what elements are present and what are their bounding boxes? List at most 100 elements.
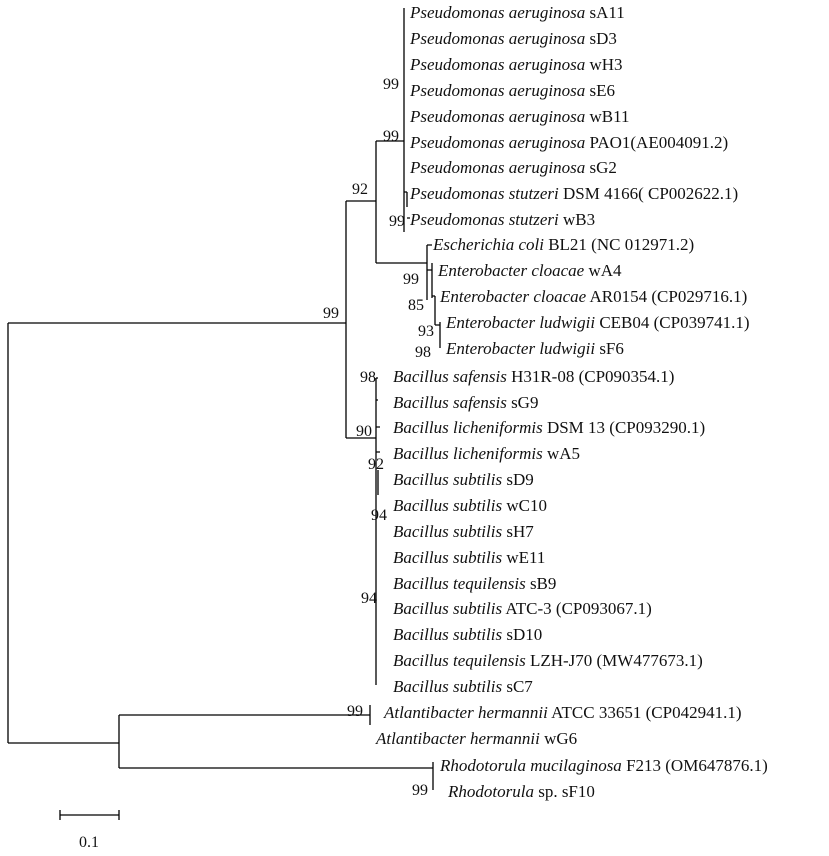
taxon-strain: ATC-3 (CP093067.1) (502, 599, 652, 618)
taxon-label: Bacillus licheniformis wA5 (393, 444, 580, 463)
taxon-species: Pseudomonas stutzeri (409, 184, 559, 203)
taxon-species: Pseudomonas aeruginosa (409, 55, 585, 74)
bootstrap-value: 99 (383, 76, 399, 93)
taxon-strain: DSM 13 (CP093290.1) (543, 418, 705, 437)
taxon-strain: sH7 (502, 522, 534, 541)
bootstrap-value: 98 (360, 369, 376, 386)
taxon-strain: ATCC 33651 (CP042941.1) (548, 703, 742, 722)
taxon-label: Rhodotorula sp. sF10 (447, 782, 595, 801)
taxon-species: Bacillus licheniformis (393, 418, 543, 437)
taxon-label: Bacillus subtilis ATC-3 (CP093067.1) (393, 599, 652, 618)
taxon-label: Pseudomonas stutzeri DSM 4166( CP002622.… (409, 184, 738, 203)
bootstrap-value: 94 (371, 507, 387, 524)
taxon-species: Atlantibacter hermannii (375, 729, 540, 748)
taxon-label: Bacillus subtilis wC10 (393, 496, 547, 515)
taxon-strain: sE6 (585, 81, 615, 100)
branch-pseudomonas-clade (403, 8, 410, 232)
branch-bacillus-clade (375, 377, 380, 685)
taxon-strain: sC7 (502, 677, 533, 696)
taxon-strain: wB11 (585, 107, 629, 126)
branch-outgroup-node (118, 705, 434, 790)
bootstrap-value: 92 (368, 456, 384, 473)
taxon-species: Bacillus tequilensis (393, 651, 526, 670)
taxon-strain: sD3 (585, 29, 617, 48)
bootstrap-value: 90 (356, 423, 372, 440)
branch-enterobacter-clade (426, 244, 441, 348)
taxon-species: Atlantibacter hermannii (383, 703, 548, 722)
taxon-species: Enterobacter cloacae (439, 287, 587, 306)
taxon-strain: DSM 4166( CP002622.1) (559, 184, 738, 203)
taxon-label: Bacillus subtilis sD9 (393, 470, 534, 489)
taxon-label: Enterobacter ludwigii CEB04 (CP039741.1) (445, 313, 750, 332)
taxon-strain: sD9 (502, 470, 534, 489)
taxon-label: Pseudomonas aeruginosa sG2 (409, 158, 617, 177)
taxon-strain: sA11 (585, 3, 625, 22)
taxon-strain: H31R-08 (CP090354.1) (507, 367, 675, 386)
taxon-strain: CEB04 (CP039741.1) (595, 313, 749, 332)
tree-branches (7, 8, 441, 790)
taxon-species: Bacillus subtilis (393, 677, 502, 696)
taxon-species: Pseudomonas stutzeri (409, 210, 559, 229)
taxon-species: Enterobacter cloacae (437, 261, 585, 280)
taxon-strain: wH3 (585, 55, 622, 74)
bootstrap-value: 99 (347, 703, 363, 720)
taxon-species: Bacillus safensis (393, 367, 507, 386)
taxon-species: Pseudomonas aeruginosa (409, 158, 585, 177)
taxon-species: Bacillus subtilis (393, 599, 502, 618)
taxon-label: Escherichia coli BL21 (NC 012971.2) (432, 235, 694, 254)
taxon-species: Bacillus subtilis (393, 522, 502, 541)
taxon-species: Pseudomonas aeruginosa (409, 81, 585, 100)
taxon-strain: wA5 (543, 444, 580, 463)
taxon-species: Enterobacter ludwigii (445, 339, 595, 358)
taxon-label: Enterobacter cloacae wA4 (437, 261, 622, 280)
scale-bar-label: 0.1 (79, 834, 99, 851)
bootstrap-value: 99 (412, 782, 428, 799)
branch-proteobacteria-node (375, 140, 427, 264)
taxon-label: Pseudomonas aeruginosa wH3 (409, 55, 623, 74)
taxon-label: Bacillus safensis H31R-08 (CP090354.1) (393, 367, 674, 386)
taxon-label: Pseudomonas aeruginosa PAO1(AE004091.2) (409, 133, 728, 152)
taxon-species: Pseudomonas aeruginosa (409, 29, 585, 48)
taxon-strain: wB3 (559, 210, 595, 229)
taxon-strain: wG6 (540, 729, 577, 748)
taxon-strain: F213 (OM647876.1) (622, 756, 768, 775)
bootstrap-value: 98 (415, 344, 431, 361)
taxon-species: Bacillus subtilis (393, 496, 502, 515)
taxon-species: Pseudomonas aeruginosa (409, 107, 585, 126)
taxon-label: Bacillus subtilis sH7 (393, 522, 534, 541)
taxon-strain: sG9 (507, 393, 539, 412)
taxon-label: Bacillus tequilensis LZH-J70 (MW477673.1… (393, 651, 703, 670)
taxon-label: Bacillus licheniformis DSM 13 (CP093290.… (393, 418, 705, 437)
taxon-species: Bacillus tequilensis (393, 574, 526, 593)
taxon-label: Pseudomonas aeruginosa wB11 (409, 107, 629, 126)
bootstrap-value: 93 (418, 323, 434, 340)
taxon-species: Enterobacter ludwigii (445, 313, 595, 332)
taxon-species: Bacillus subtilis (393, 548, 502, 567)
taxon-label: Rhodotorula mucilaginosa F213 (OM647876.… (439, 756, 768, 775)
taxon-strain: PAO1(AE004091.2) (585, 133, 728, 152)
taxon-label: Atlantibacter hermannii wG6 (375, 729, 577, 748)
taxon-strain: wE11 (502, 548, 545, 567)
taxon-species: Bacillus safensis (393, 393, 507, 412)
bootstrap-value: 99 (323, 305, 339, 322)
taxon-strain: sp. sF10 (534, 782, 595, 801)
taxon-strain: wC10 (502, 496, 547, 515)
taxon-species: Bacillus licheniformis (393, 444, 543, 463)
taxon-species: Pseudomonas aeruginosa (409, 3, 585, 22)
scale-bar: 0.1 (59, 810, 120, 851)
taxon-label: Enterobacter ludwigii sF6 (445, 339, 624, 358)
taxon-label: Bacillus subtilis sC7 (393, 677, 533, 696)
taxon-strain: wA4 (584, 261, 622, 280)
taxon-strain: sD10 (502, 625, 542, 644)
taxon-species: Escherichia coli (432, 235, 544, 254)
taxon-species: Bacillus subtilis (393, 625, 502, 644)
taxon-species: Bacillus subtilis (393, 470, 502, 489)
bootstrap-value: 99 (403, 271, 419, 288)
taxon-label: Enterobacter cloacae AR0154 (CP029716.1) (439, 287, 747, 306)
bootstrap-value: 94 (361, 590, 377, 607)
taxon-strain: LZH-J70 (MW477673.1) (526, 651, 703, 670)
bootstrap-value: 85 (408, 297, 424, 314)
taxon-species: Rhodotorula (447, 782, 534, 801)
